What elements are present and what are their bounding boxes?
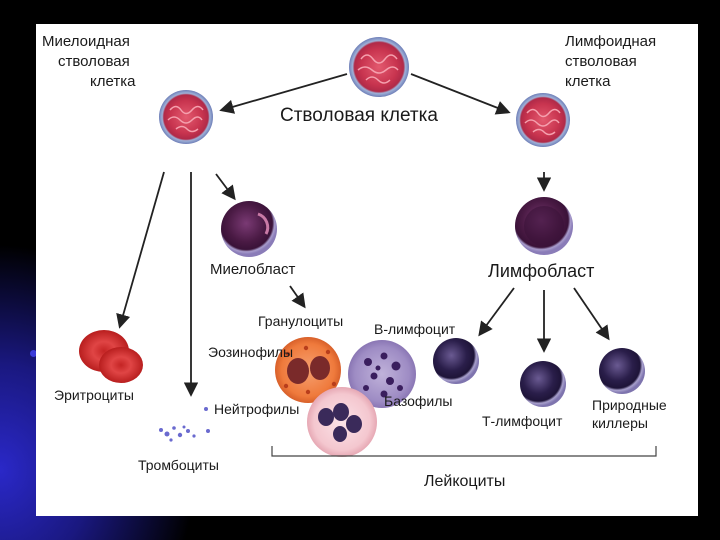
arrows: [116, 73, 610, 397]
platelets-label: Тромбоциты: [138, 457, 219, 473]
b-lymphocyte-label: В-лимфоцит: [374, 321, 456, 337]
arrow-stem-to-lymphoid: [410, 73, 511, 115]
b-lymphocyte-cell: [433, 338, 479, 384]
stem-cell-label: Стволовая клетка: [280, 105, 438, 126]
lymphoid-stem-cell: [516, 93, 570, 147]
stem-cell: [349, 37, 409, 97]
arrow-myeloblast-to-granulocytes: [289, 285, 306, 309]
leukocytes-label: Лейкоциты: [424, 473, 506, 490]
t-lymphocyte-cell: [520, 361, 566, 407]
arrow-myeloid-to-erythrocytes: [116, 171, 165, 329]
natural-killer-cell: [599, 348, 645, 394]
eosinophil-cell: [275, 337, 341, 403]
neutrophils-label: Нейтрофилы: [214, 401, 300, 417]
platelets-cells: [159, 407, 210, 442]
arrow-lymphoblast-to-natural-killers: [573, 287, 610, 341]
diagram-graphics: [79, 37, 657, 457]
neutrophil-cell: [307, 387, 377, 457]
arrow-stem-to-myeloid: [219, 73, 348, 114]
leukocytes-bracket: [271, 446, 657, 457]
basophil-cell: [348, 340, 416, 408]
hematopoiesis-diagram: Стволовая клетка Миелоидная стволовая кл…: [36, 24, 698, 516]
erythrocytes-label: Эритроциты: [54, 387, 134, 403]
erythrocytes-cells: [79, 330, 143, 383]
arrow-lymphoblast-to-b-lymphocyte: [478, 287, 515, 337]
myeloblast-label: Миелобласт: [210, 261, 296, 278]
t-lymphocyte-label: Т-лимфоцит: [482, 413, 563, 429]
myeloid-stem-cell: [159, 90, 213, 144]
slide-bullet-marker: [30, 350, 37, 357]
arrow-myeloid-to-myeloblast: [215, 173, 236, 201]
myeloblast-cell: [221, 201, 277, 257]
eosinophils-label: Эозинофилы: [208, 344, 294, 360]
lymphoblast-label: Лимфобласт: [488, 261, 595, 281]
granulocytes-label: Гранулоциты: [258, 313, 344, 329]
lymphoblast-cell: [515, 197, 573, 255]
basophils-label: Базофилы: [384, 393, 453, 409]
